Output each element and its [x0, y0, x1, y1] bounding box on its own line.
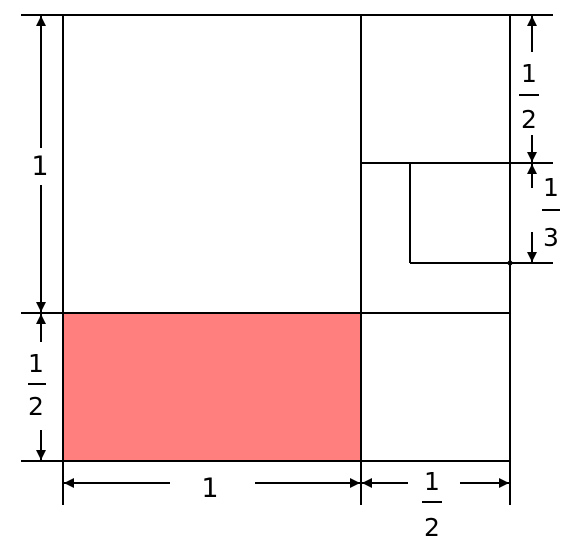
left-label-1: 1: [31, 151, 48, 182]
right-half-numerator: 1: [521, 59, 537, 88]
right-third-denominator: 3: [543, 223, 559, 252]
left-half-numerator: 1: [28, 349, 44, 378]
right-half-denominator: 2: [521, 105, 537, 134]
left-half-denominator: 2: [28, 392, 44, 421]
shaded-region: [63, 313, 361, 461]
bottom-label-1: 1: [201, 473, 218, 504]
bottom-half-denominator: 2: [424, 513, 440, 542]
bottom-half-numerator: 1: [424, 467, 440, 496]
corner-dot: [507, 260, 513, 266]
right-third-numerator: 1: [543, 173, 559, 202]
grid-lines: [21, 14, 553, 505]
